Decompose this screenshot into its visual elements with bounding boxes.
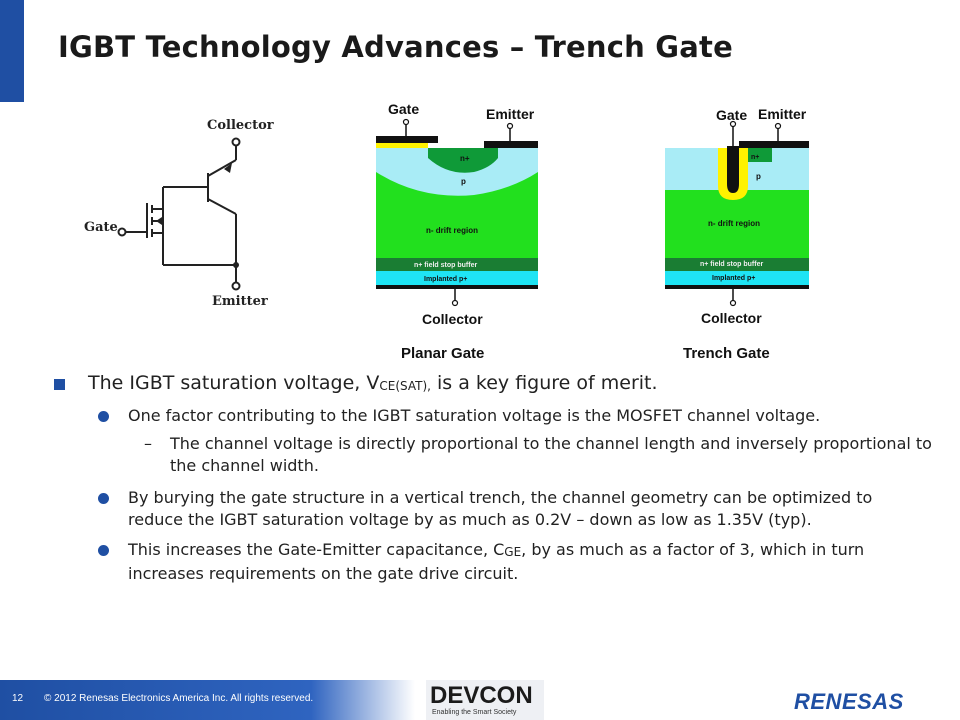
- renesas-logo: RENESAS: [794, 689, 904, 714]
- planar-buffer-label: n+ field stop buffer: [414, 262, 477, 269]
- bullet-text: The channel voltage is directly proporti…: [170, 434, 932, 475]
- symbol-gate-label: Gate: [84, 220, 118, 235]
- trench-p-label: p: [756, 172, 761, 181]
- bullet-level2: By burying the gate structure in a verti…: [52, 487, 932, 531]
- round-bullet-icon: [98, 411, 109, 422]
- trench-implanted-label: Implanted p+: [712, 275, 755, 282]
- slide-title: IGBT Technology Advances – Trench Gate: [58, 30, 733, 64]
- symbol-emitter-label: Emitter: [212, 294, 268, 309]
- igbt-diagrams: Collector Gate Emitter Gate Emitter n+ p…: [84, 101, 809, 362]
- footer-band: [0, 680, 415, 720]
- igbt-symbol: [117, 137, 241, 291]
- trench-drift-label: n- drift region: [708, 219, 760, 228]
- bullet-text: By burying the gate structure in a verti…: [128, 488, 873, 529]
- planar-emitter-label: Emitter: [486, 106, 535, 122]
- vce-sat-subscript: CE(SAT),: [379, 379, 431, 393]
- copyright-text: © 2012 Renesas Electronics America Inc. …: [44, 693, 314, 704]
- planar-nplus-label: n+: [460, 154, 470, 163]
- trench-nplus-label: n+: [751, 154, 759, 161]
- trench-buffer-label: n+ field stop buffer: [700, 261, 763, 268]
- title-accent-bar: [0, 0, 24, 102]
- symbol-junction-icon: [233, 262, 239, 268]
- bullet-text: , by as much as a factor of 3, which in …: [128, 540, 865, 583]
- devcon-wordmark: DEVCON: [430, 682, 533, 709]
- symbol-collector-label: Collector: [207, 118, 274, 133]
- round-bullet-icon: [98, 545, 109, 556]
- bullet-list: The IGBT saturation voltage, VCE(SAT), i…: [52, 370, 932, 593]
- mosfet-arrow-icon: [156, 217, 162, 225]
- bullet-text: One factor contributing to the IGBT satu…: [128, 406, 821, 425]
- planar-gate-label: Gate: [388, 101, 419, 117]
- bullet-level2: One factor contributing to the IGBT satu…: [52, 405, 932, 427]
- page-number: 12: [12, 693, 24, 704]
- planar-collector-label: Collector: [422, 311, 483, 327]
- symbol-arrow-icon: [224, 163, 232, 173]
- trench-collector-label: Collector: [701, 310, 762, 326]
- trench-emitter-label: Emitter: [758, 106, 807, 122]
- planar-drift-label: n- drift region: [426, 226, 478, 235]
- planar-p-label: p: [461, 177, 466, 186]
- bullet-level1: The IGBT saturation voltage, VCE(SAT), i…: [52, 370, 932, 399]
- devcon-logo: DEVCON Enabling the Smart Society: [426, 680, 544, 720]
- bullet-text: is a key figure of merit.: [430, 372, 658, 394]
- trench-gate-diagram: [665, 120, 809, 307]
- planar-gate-caption: Planar Gate: [401, 345, 484, 362]
- devcon-tagline: Enabling the Smart Society: [432, 709, 517, 716]
- bullet-text: The IGBT saturation voltage, V: [88, 372, 380, 394]
- bullet-level3: – The channel voltage is directly propor…: [52, 433, 932, 477]
- trench-gate-caption: Trench Gate: [683, 345, 770, 362]
- dash-bullet-icon: –: [144, 434, 152, 453]
- planar-gate-diagram: [376, 118, 538, 307]
- footer: 12 © 2012 Renesas Electronics America In…: [0, 680, 960, 720]
- round-bullet-icon: [98, 493, 109, 504]
- planar-implanted-label: Implanted p+: [424, 276, 467, 283]
- trench-gate-label: Gate: [716, 107, 747, 123]
- square-bullet-icon: [54, 379, 65, 390]
- bullet-text: This increases the Gate-Emitter capacita…: [128, 540, 505, 559]
- bullet-level2: This increases the Gate-Emitter capacita…: [52, 539, 932, 585]
- cge-subscript: GE: [504, 545, 522, 559]
